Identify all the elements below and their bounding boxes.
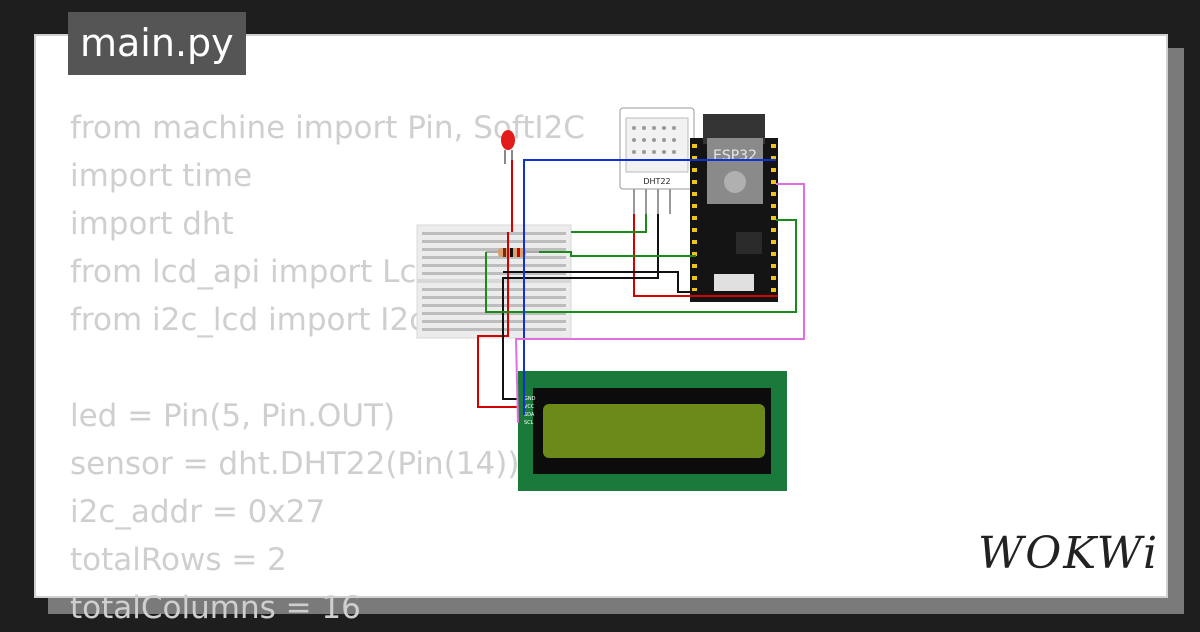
- wire-blue-sda: [523, 159, 776, 415]
- wire-green-data: [485, 219, 797, 313]
- lcd-pin-scl: SCL: [524, 420, 534, 426]
- wire-pink-scl: [514, 183, 805, 424]
- code-line: import time: [70, 158, 253, 194]
- wire-black-board: [503, 271, 771, 293]
- code-line: totalColumns = 16: [70, 590, 361, 626]
- lcd-display[interactable]: GND VCC SDA SCL: [518, 371, 787, 491]
- wire-red-vcc: [477, 232, 518, 408]
- preview-card: from machine import Pin, SoftI2C import …: [34, 34, 1168, 626]
- code-line: from machine import Pin, SoftI2C: [70, 110, 585, 146]
- circuit-diagram: DHT22 ESP32: [416, 107, 805, 491]
- lcd-pin-sda: SDA: [524, 412, 535, 418]
- code-line: led = Pin(5, Pin.OUT): [70, 398, 396, 434]
- red-led[interactable]: [501, 130, 515, 164]
- code-line: sensor = dht.DHT22(Pin(14)): [70, 446, 520, 482]
- code-line: import dht: [70, 206, 234, 242]
- wire-red-sensor: [633, 214, 778, 297]
- esp32-label: ESP32: [713, 148, 757, 164]
- breadboard-holes: [422, 232, 566, 331]
- code-editor: from machine import Pin, SoftI2C import …: [70, 104, 585, 632]
- code-line: i2c_addr = 0x27: [70, 494, 326, 530]
- wire-green-led: [539, 251, 696, 257]
- resistor[interactable]: [486, 248, 539, 257]
- wires: [477, 159, 805, 424]
- lcd-pin-gnd: GND: [524, 396, 536, 402]
- wokwi-logo: WOKWi: [978, 528, 1160, 579]
- file-tab[interactable]: main.py: [68, 12, 246, 75]
- dht22-sensor[interactable]: DHT22: [619, 107, 695, 214]
- wire-green-sensor: [571, 214, 647, 233]
- dht22-label: DHT22: [643, 177, 670, 186]
- esp32-board[interactable]: ESP32: [690, 114, 778, 302]
- code-line: totalRows = 2: [70, 542, 287, 578]
- lcd-pin-vcc: VCC: [524, 404, 535, 410]
